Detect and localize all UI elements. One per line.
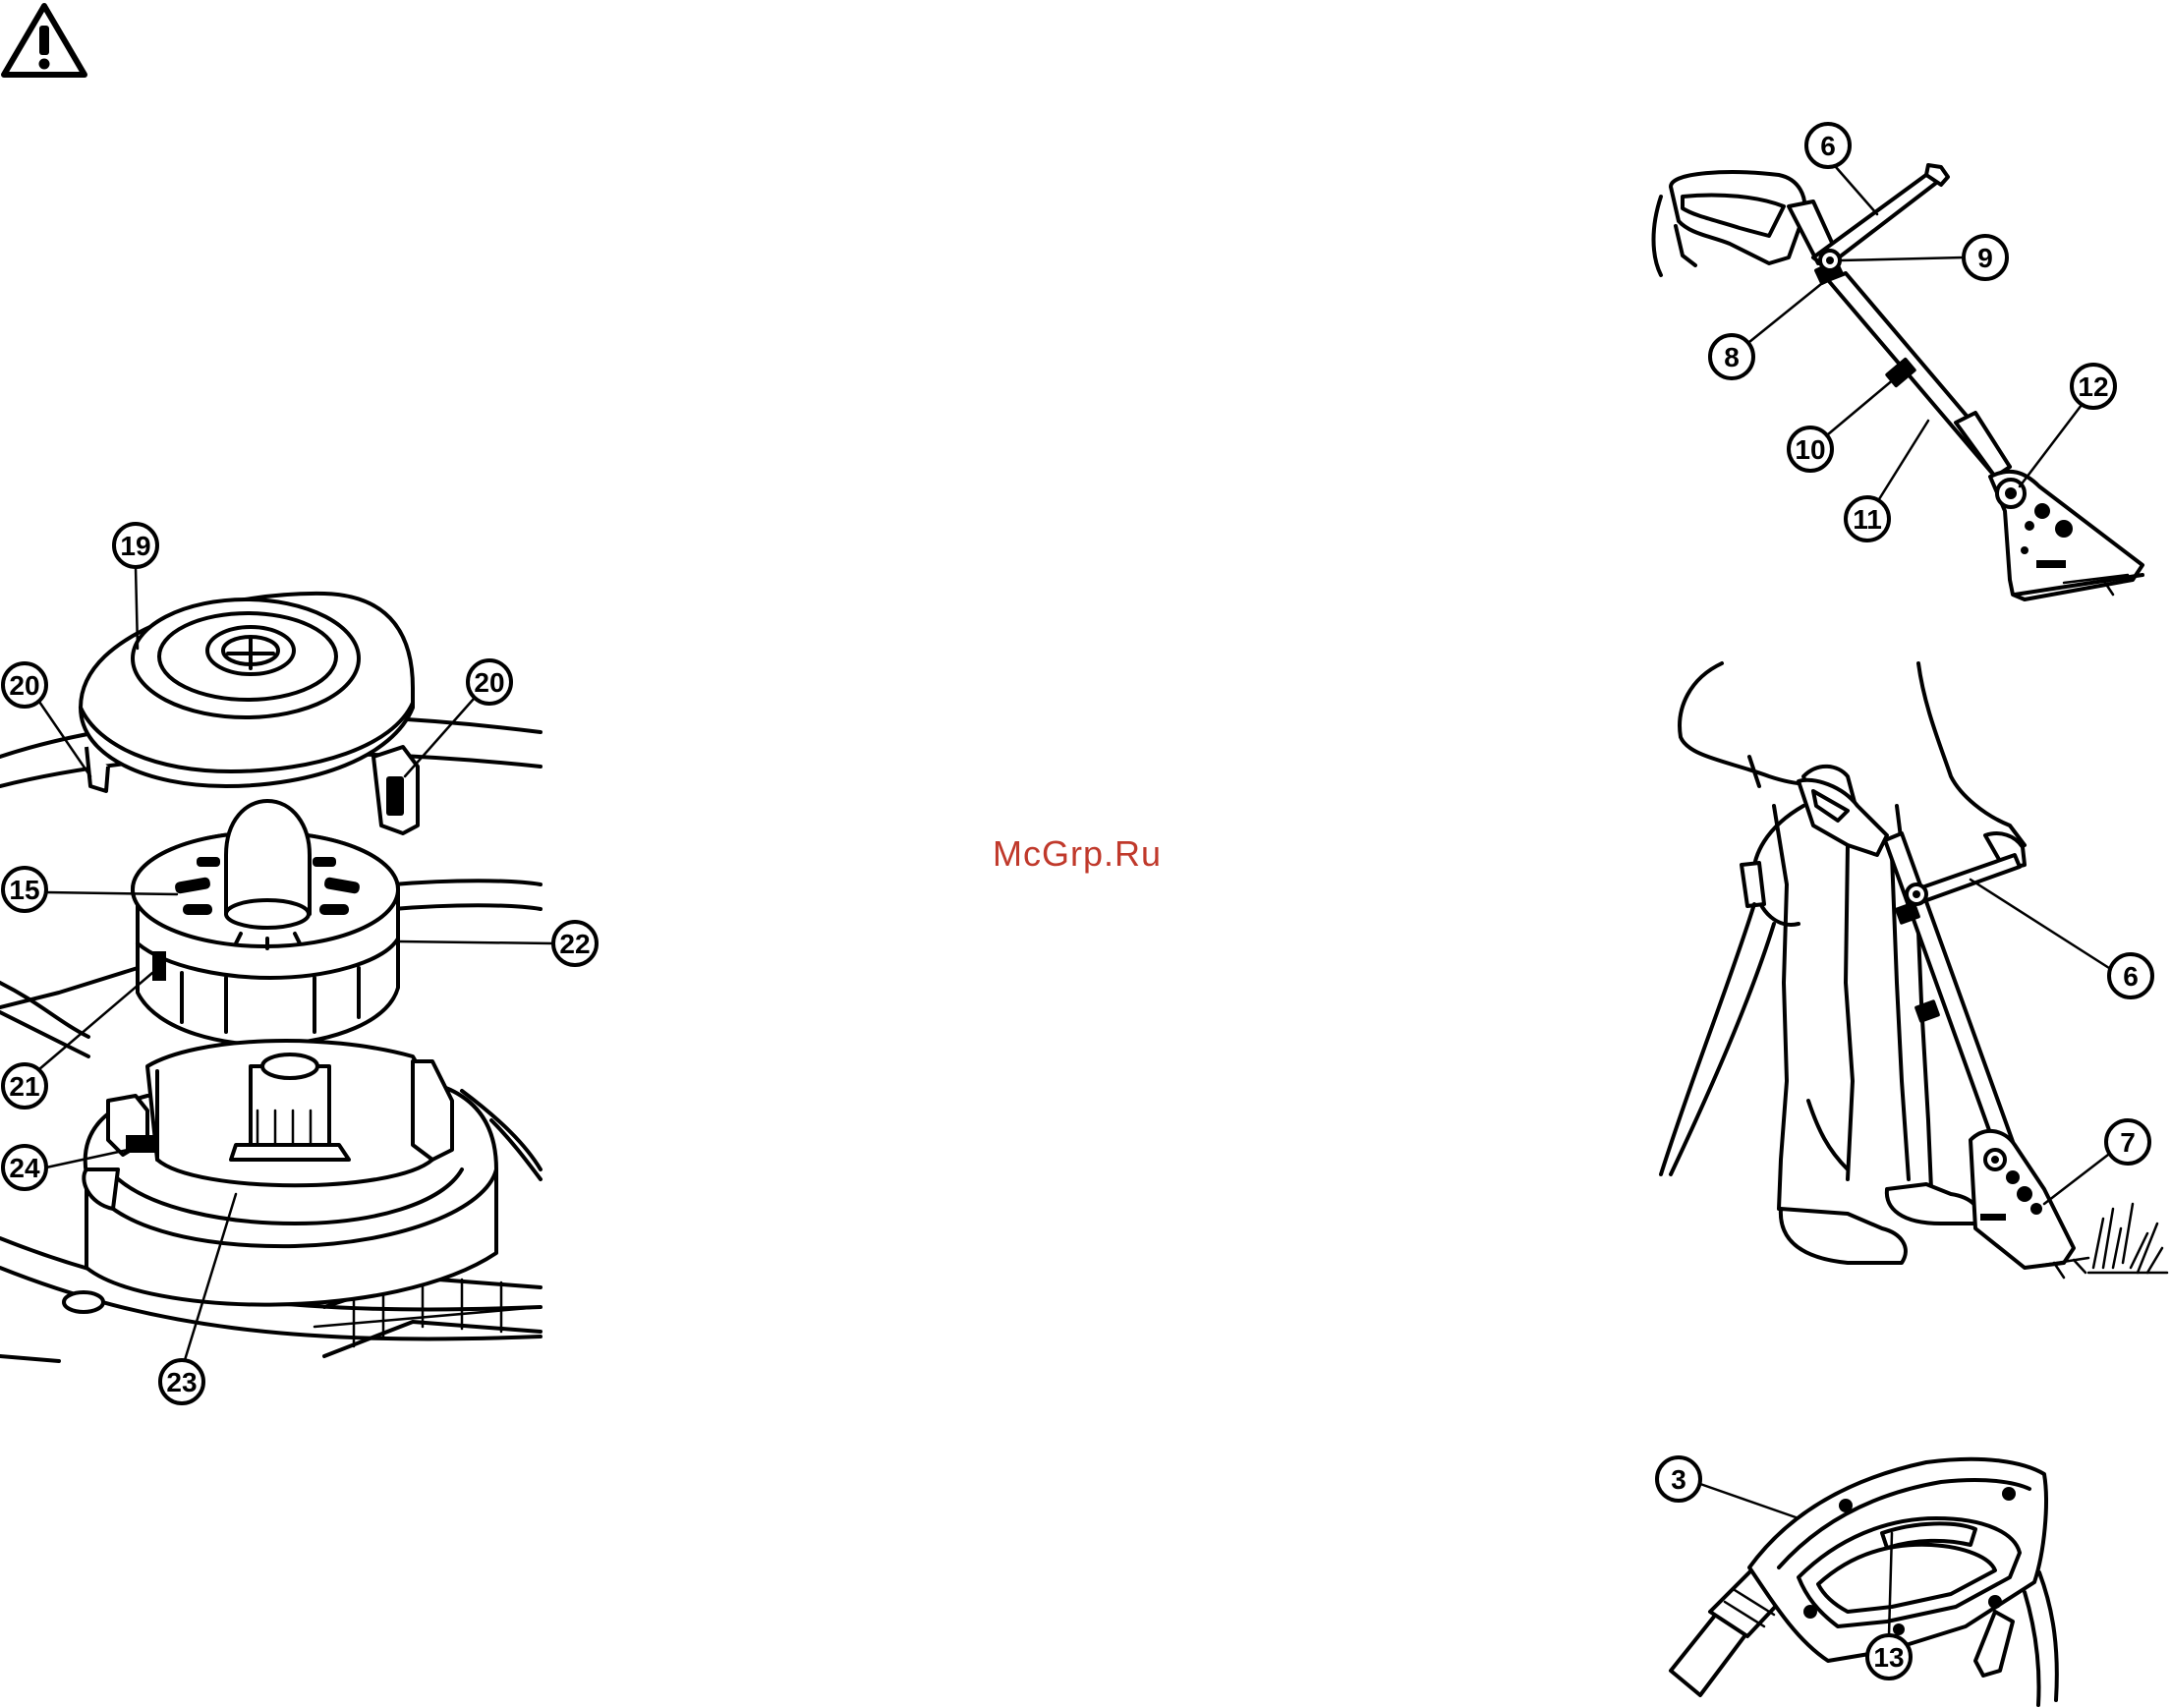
handle-closeup-diagram (1671, 1459, 2057, 1705)
svg-text:23: 23 (166, 1367, 197, 1397)
svg-text:10: 10 (1795, 434, 1825, 465)
svg-text:9: 9 (1977, 243, 1993, 273)
watermark-text: McGrp.Ru (993, 833, 1162, 875)
svg-text:11: 11 (1853, 504, 1882, 535)
svg-text:15: 15 (9, 875, 39, 905)
svg-text:21: 21 (9, 1071, 39, 1102)
callout-10: 10 (1789, 378, 1895, 471)
svg-text:24: 24 (9, 1153, 40, 1183)
svg-text:20: 20 (474, 667, 504, 698)
svg-text:20: 20 (9, 670, 39, 701)
callout-7: 7 (2044, 1120, 2149, 1204)
svg-text:7: 7 (2120, 1127, 2136, 1158)
svg-text:6: 6 (2123, 961, 2139, 992)
callout-3: 3 (1657, 1457, 1799, 1518)
callout-12: 12 (2020, 365, 2115, 486)
spool-exploded-diagram (0, 594, 541, 1361)
callout-20-left: 20 (3, 663, 90, 776)
callout-21: 21 (3, 973, 152, 1108)
svg-text:3: 3 (1671, 1464, 1686, 1495)
callout-22: 22 (398, 922, 597, 965)
callout-9: 9 (1840, 236, 2007, 279)
callout-6-top: 6 (1806, 124, 1877, 214)
svg-text:6: 6 (1820, 131, 1836, 161)
callout-8: 8 (1710, 280, 1826, 378)
callout-11: 11 (1846, 421, 1928, 541)
warning-triangle-icon (4, 6, 85, 75)
svg-text:12: 12 (2078, 371, 2108, 402)
svg-text:8: 8 (1724, 342, 1740, 372)
callout-number: 19 (120, 531, 150, 561)
svg-text:22: 22 (559, 929, 590, 959)
trimmer-overview-diagram (1654, 165, 2143, 599)
svg-text:13: 13 (1873, 1642, 1904, 1673)
callout-6-middle: 6 (1971, 880, 2152, 997)
operator-diagram (1661, 663, 2167, 1278)
